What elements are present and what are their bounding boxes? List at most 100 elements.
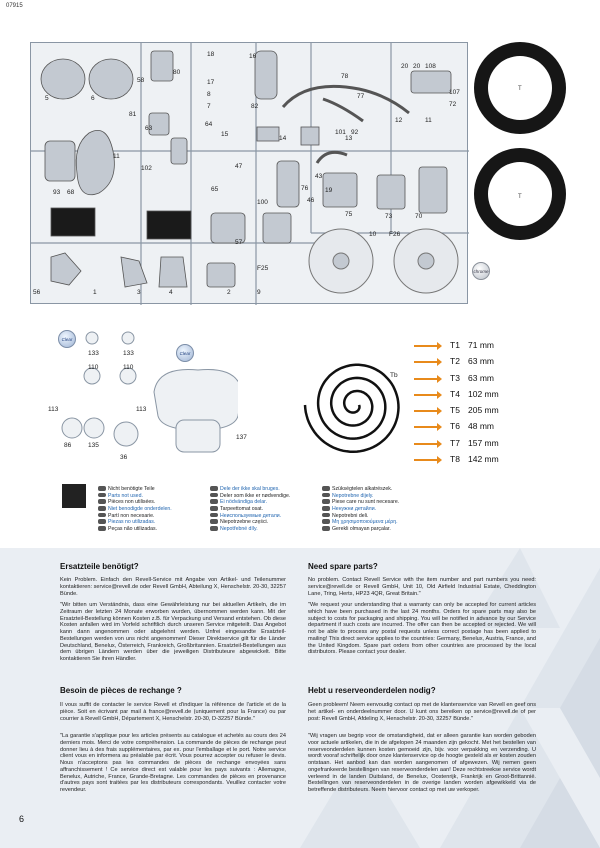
legend-line: Niepotrzebne części. <box>210 519 290 526</box>
part-number: 1 <box>93 289 97 296</box>
part-number: 56 <box>33 289 41 296</box>
arrow-icon <box>414 439 442 448</box>
part-number: F25 <box>257 265 269 272</box>
tube-code: T2 <box>450 356 460 367</box>
tube-length: 48 mm <box>468 421 494 432</box>
tube-length: 63 mm <box>468 356 494 367</box>
clear-parts-sprue: 133 133 110 110 113 113 86 135 36 137 <box>48 330 247 465</box>
clear-part-number: 113 <box>48 406 59 413</box>
part-number: 108 <box>425 63 436 70</box>
tube-length: 71 mm <box>468 340 494 350</box>
part-number: 4 <box>169 289 173 296</box>
legend-line: Peças não utilizadas. <box>98 525 172 533</box>
part-number: 78 <box>341 73 349 80</box>
chrome-badge: chrome <box>472 262 490 280</box>
flag-icon <box>322 492 330 498</box>
tube-code: T6 <box>450 421 460 432</box>
background-triangle-pattern <box>300 548 600 848</box>
legend-column: Dele der ikke skal bruges. Deler som ikk… <box>210 486 290 533</box>
arrow-icon <box>414 358 442 367</box>
section-text-de: Kein Problem. Einfach den Revell-Service… <box>60 577 286 597</box>
part-number: 81 <box>129 111 137 118</box>
tube-code: T4 <box>450 388 460 399</box>
legend-line: Piese care nu sunt necesare. <box>322 499 399 506</box>
flag-icon <box>322 486 330 491</box>
flag-icon <box>98 525 106 531</box>
tube-length: 63 mm <box>468 372 494 383</box>
tube-label: Tb <box>390 372 398 379</box>
part-number: 6 <box>91 95 95 102</box>
legend-line: Неиспользуемые детали. <box>210 512 290 520</box>
part-number: 11 <box>113 153 120 160</box>
tube-code: T5 <box>450 405 460 416</box>
legend-line: Nepotřebné díly. <box>210 525 290 533</box>
flag-icon <box>98 486 106 491</box>
part-number: 3 <box>137 289 141 296</box>
flag-icon <box>98 519 106 524</box>
flag-icon <box>210 499 218 504</box>
part-number: 18 <box>207 51 215 58</box>
section-text-en: No problem. Contact Revell Service with … <box>308 577 536 597</box>
part-number: 92 <box>351 129 359 136</box>
clear-part-number: 133 <box>123 350 134 357</box>
page-number: 6 <box>19 814 25 824</box>
arrow-icon <box>414 342 442 350</box>
clear-parts-drawing <box>61 331 243 453</box>
part-number: 68 <box>67 189 75 196</box>
flag-icon <box>322 519 330 524</box>
part-number: 65 <box>211 186 219 193</box>
flag-icon <box>98 499 106 504</box>
flag-icon <box>322 512 330 518</box>
flag-icon <box>98 512 106 518</box>
tire-label: T <box>518 86 522 92</box>
clear-part-number: 113 <box>136 406 147 413</box>
legend-line: Nepotrebne dijely. <box>322 492 399 500</box>
tube-row: T3 63 mm <box>414 372 514 390</box>
tube-row: T6 48 mm <box>414 421 514 438</box>
tube-code: T8 <box>450 454 460 465</box>
flag-icon <box>98 492 106 498</box>
legend-line: Szükségtelen alkatrészek. <box>322 486 399 493</box>
part-number: 16 <box>249 53 257 60</box>
legend-line: Ненужни детайли. <box>322 505 399 513</box>
section-text-fr: Il vous suffit de contacter le service R… <box>60 702 286 722</box>
part-number: 20 <box>401 63 409 70</box>
sprue-drawing <box>31 43 469 305</box>
legend-column: Szükségtelen alkatrészek. Nepotrebne dij… <box>322 486 399 533</box>
part-number: 101 <box>335 129 346 136</box>
arrow-icon <box>414 374 442 383</box>
section-title-fr: Besoin de pièces de rechange ? <box>60 686 182 695</box>
clear-part-number: 110 <box>123 364 134 371</box>
clear-badge: Clear <box>58 330 76 348</box>
flag-icon <box>210 505 218 511</box>
part-number: 10 <box>369 231 377 238</box>
arrow-icon <box>414 423 442 432</box>
part-number: 43 <box>315 173 323 180</box>
part-number: 46 <box>307 197 315 204</box>
tube-length: 142 mm <box>468 454 499 465</box>
part-number: F26 <box>389 231 401 238</box>
arrow-icon <box>414 390 442 399</box>
clear-part-number: 36 <box>120 454 128 461</box>
legend-line: Nicht benötigte Teile <box>98 486 172 493</box>
part-number: 93 <box>53 189 61 196</box>
part-number: 58 <box>137 77 145 84</box>
legend-column: Nicht benötigte Teile Parts not used. Pi… <box>98 486 172 533</box>
clear-part-number: 133 <box>88 350 99 357</box>
part-number: 70 <box>415 213 423 220</box>
tube-code: T3 <box>450 372 460 383</box>
section-text-en: "We request your understanding that a wa… <box>308 602 536 656</box>
part-number: 102 <box>141 165 152 172</box>
section-title-en: Need spare parts? <box>308 562 378 571</box>
clear-part-number: 137 <box>236 434 247 441</box>
flag-icon <box>322 525 330 531</box>
part-number: 7 <box>207 103 211 110</box>
section-title-nl: Hebt u reserveonderdelen nodig? <box>308 686 436 695</box>
legend-line: Parts not used. <box>98 492 172 500</box>
tube-spiral <box>303 363 400 454</box>
part-number: 100 <box>257 199 268 206</box>
section-title-de: Ersatzteile benötigt? <box>60 562 139 571</box>
